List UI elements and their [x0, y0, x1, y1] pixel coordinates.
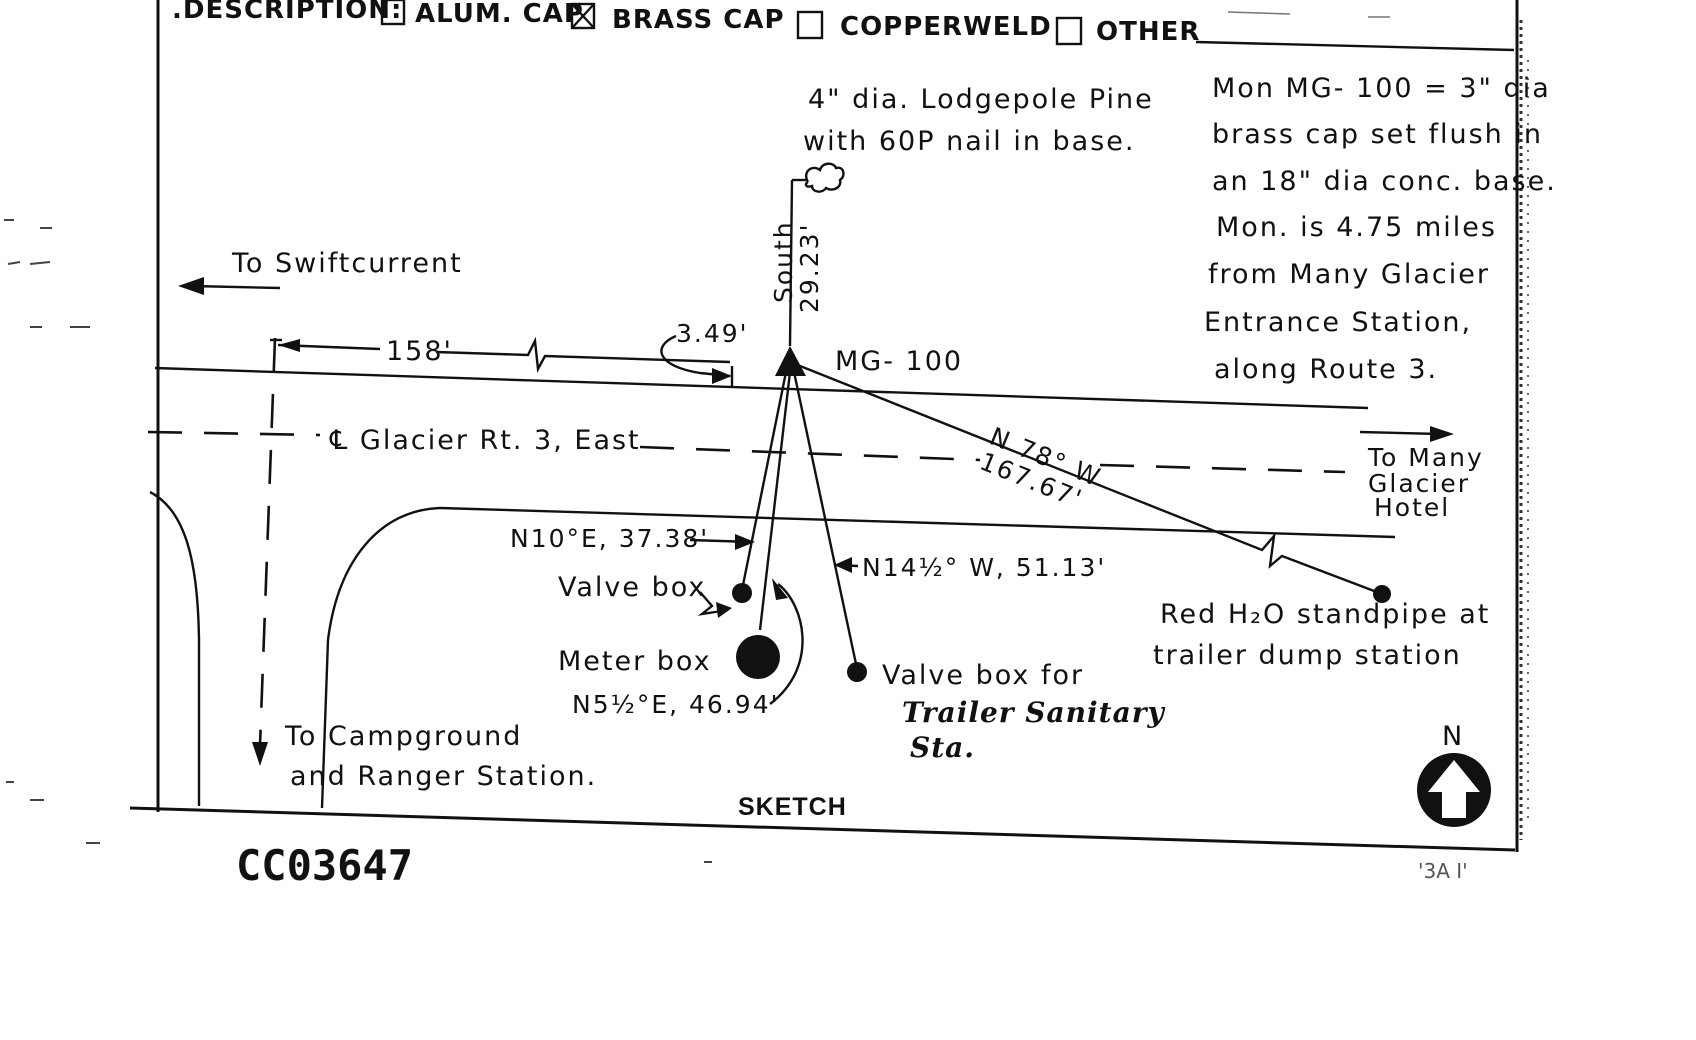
tie-south-direction: South: [769, 220, 798, 303]
note-line-1: Mon MG- 100 = 3" dia: [1212, 73, 1551, 104]
valve-box-sanitary-point: [847, 662, 867, 682]
meter-box-point: [736, 635, 780, 679]
to-many-glacier-line-3: Hotel: [1374, 493, 1450, 522]
trailer-sanitary-line-1: Trailer Sanitary: [902, 696, 1165, 729]
offset-349: 3.49': [660, 319, 749, 386]
to-many-glacier-line-1: To Many: [1367, 443, 1484, 472]
centerline-label: ℄ Glacier Rt. 3, East: [329, 425, 641, 456]
note-line-4: Mon. is 4.75 miles: [1216, 212, 1497, 243]
note-line-7: along Route 3.: [1214, 354, 1438, 385]
tree-note-line-1: 4" dia. Lodgepole Pine: [808, 84, 1154, 115]
label-copperweld: COPPERWELD: [840, 12, 1052, 42]
centerline-dash-west: [147, 430, 321, 437]
to-campground-line-2: and Ranger Station.: [290, 761, 597, 792]
road-north-edge: [154, 366, 1369, 410]
west-dimension: 158': [252, 336, 731, 766]
tree-icon: [804, 162, 845, 193]
label-alum-cap: ALUM. CAP: [415, 0, 584, 29]
tree-note-line-2: with 60P nail in base.: [803, 126, 1135, 157]
monument-label: MG- 100: [835, 346, 963, 377]
tie-valve-box-sanitary: N14½° W, 51.13': [792, 371, 1106, 682]
tie-south-distance: 29.23': [795, 223, 824, 313]
label-brass-cap: BRASS CAP: [612, 5, 785, 35]
other-fill-line: [1195, 40, 1515, 52]
valve-box-point: [732, 583, 752, 603]
bearing-n5e: N5½°E, 46.94': [572, 690, 779, 719]
sketch-caption: SKETCH: [738, 793, 847, 821]
note-line-6: Entrance Station,: [1204, 307, 1472, 338]
tie-valve-box: N10°E, 37.38': [510, 371, 788, 618]
bearing-n10e: N10°E, 37.38': [510, 524, 709, 553]
monument-mg100: MG- 100: [775, 346, 963, 377]
north-arrow: N: [1417, 721, 1491, 827]
to-swiftcurrent-label: To Swiftcurrent: [231, 248, 463, 279]
faint-mark: [1227, 11, 1291, 15]
valve-box-for-label: Valve box for: [882, 660, 1084, 691]
note-line-3: an 18" dia conc. base.: [1212, 166, 1557, 197]
tree-tie: South 29.23': [769, 162, 845, 347]
campground-road-edge: [320, 506, 441, 809]
description-row: .DESCRIPTION: ALUM. CAP BRASS CAP COPPER…: [172, 0, 1515, 52]
note-line-5: from Many Glacier: [1208, 259, 1490, 290]
meter-box-label: Meter box: [558, 646, 712, 677]
sheet-frame: [129, 0, 1529, 852]
description-label: .DESCRIPTION:: [172, 0, 402, 25]
monument-notes: Mon MG- 100 = 3" dia brass cap set flush…: [1204, 73, 1557, 385]
road: ℄ Glacier Rt. 3, East: [147, 366, 1396, 809]
document-stamp-number: CC03647: [236, 841, 413, 890]
scan-marks: [4, 219, 712, 863]
checkbox-copperweld[interactable]: [796, 10, 824, 40]
checkbox-brass-cap[interactable]: [570, 2, 596, 30]
arrow-to-many-glacier: [1359, 426, 1454, 442]
label-other: OTHER: [1096, 17, 1200, 47]
to-campground-line-1: To Campground: [284, 721, 522, 752]
checkbox-alum-cap[interactable]: [380, 0, 406, 26]
valve-box-leader: [697, 591, 729, 616]
trailer-sanitary-line-2: Sta.: [910, 731, 975, 764]
centerline-dash-east: [1099, 463, 1346, 474]
bearing-n14w: N14½° W, 51.13': [862, 553, 1106, 582]
standpipe-label-line-1: Red H₂O standpipe at: [1160, 599, 1490, 630]
dim-158-break: [435, 336, 731, 373]
corner-fragment: '3A I': [1418, 859, 1468, 883]
tie-meter-box: [736, 371, 804, 705]
road-south-edge: [439, 506, 1396, 539]
west-road-edge: [149, 490, 201, 806]
arrow-to-swiftcurrent: [178, 277, 281, 295]
standpipe-point: [1373, 585, 1391, 603]
valve-box-label: Valve box: [558, 572, 706, 603]
north-label: N: [1442, 721, 1464, 752]
centerline-dash-mid: [639, 445, 981, 462]
checkbox-other[interactable]: [1055, 16, 1083, 46]
standpipe-label-line-2: trailer dump station: [1153, 640, 1462, 671]
dist-349: 3.49': [676, 319, 749, 348]
note-line-2: brass cap set flush in: [1212, 119, 1543, 150]
to-many-glacier-line-2: Glacier: [1368, 469, 1470, 498]
